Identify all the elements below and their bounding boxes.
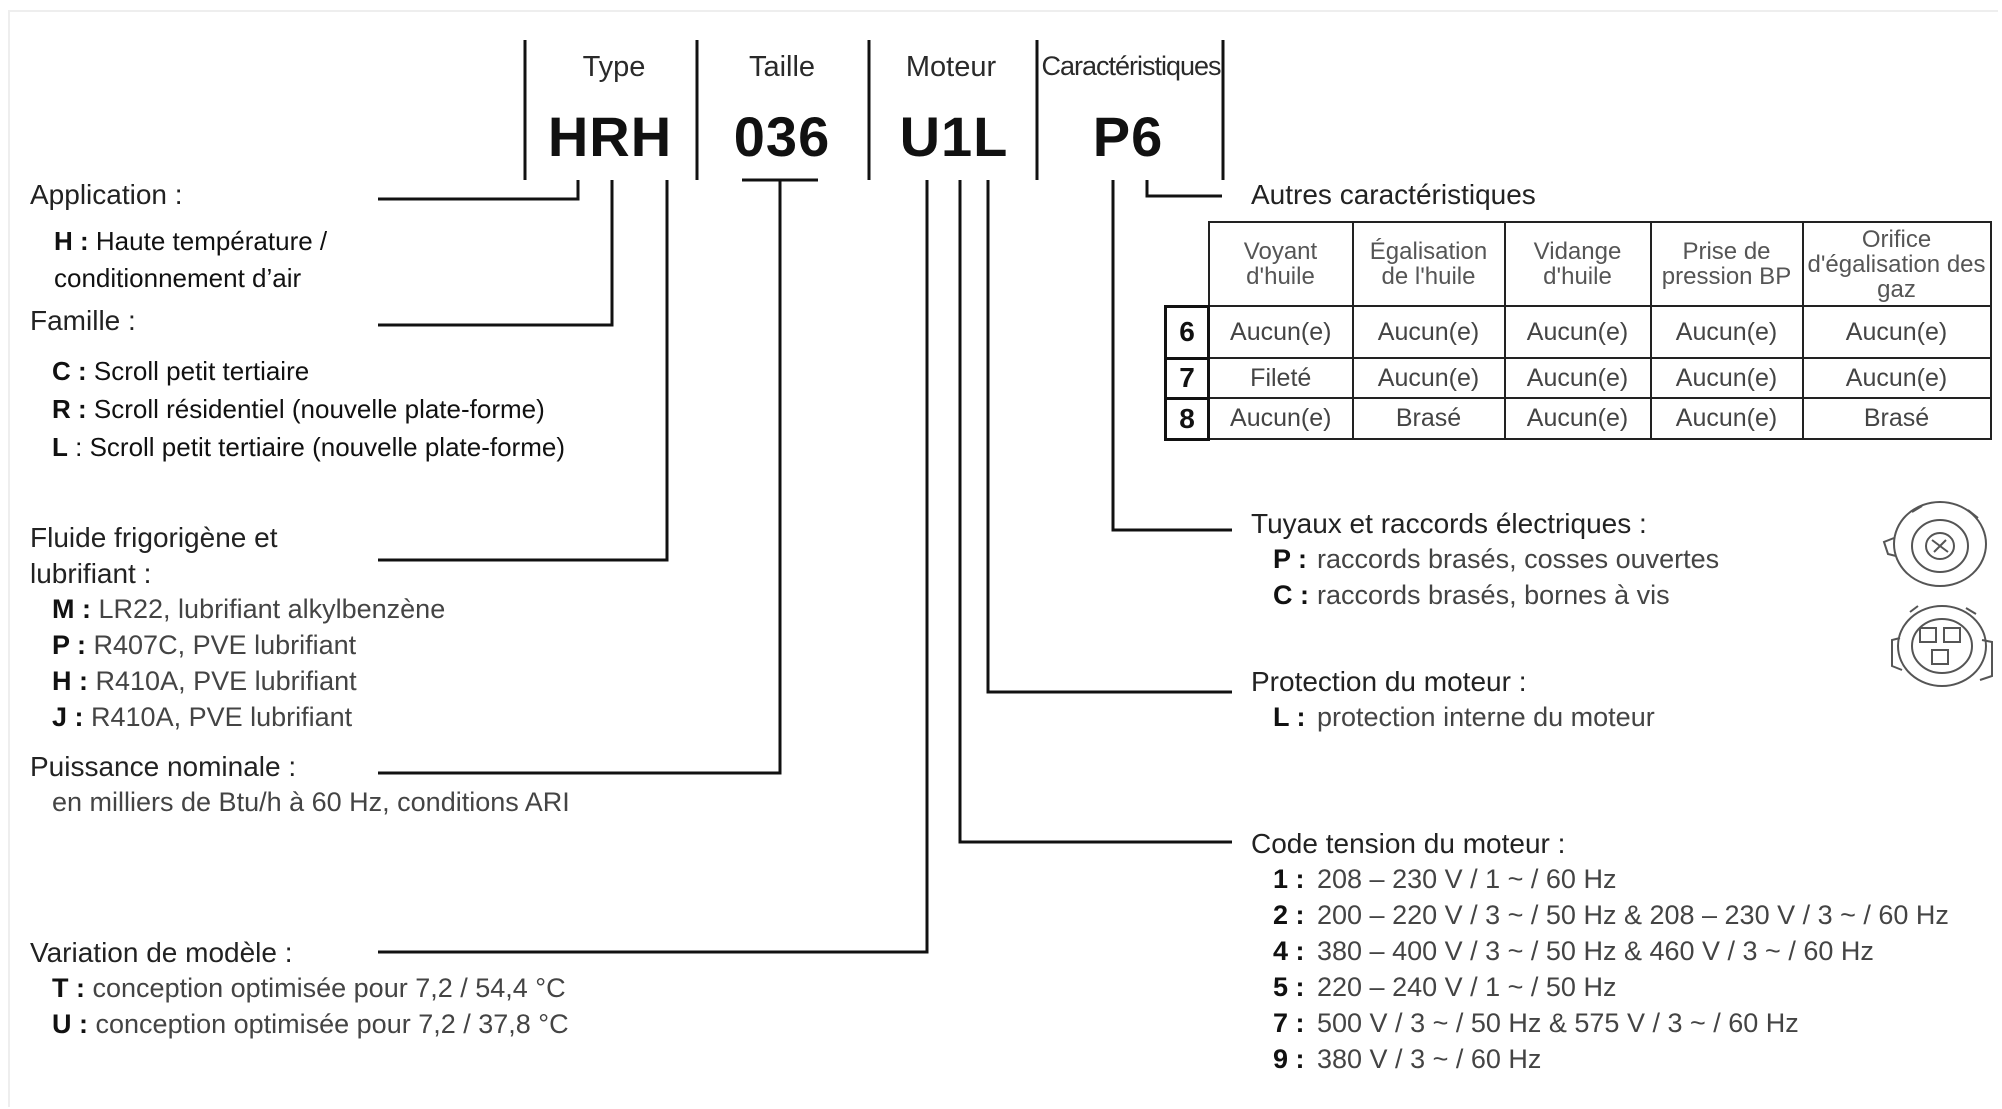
tuyaux-item: P :raccords brasés, cosses ouvertes bbox=[1273, 544, 1720, 574]
fluide-item: J : R410A, PVE lubrifiant bbox=[52, 702, 353, 732]
tension-item: 1 :208 – 230 V / 1 ~ / 60 Hz bbox=[1273, 864, 1617, 894]
header-caracteristiques: Caractéristiques bbox=[1041, 51, 1221, 81]
table-header-cell: Égalisation de l'huile bbox=[1351, 221, 1506, 307]
table-cell: Aucun(e) bbox=[1351, 305, 1506, 359]
tension-item: 4 :380 – 400 V / 3 ~ / 50 Hz & 460 V / 3… bbox=[1273, 936, 1874, 966]
table-cell: Aucun(e) bbox=[1503, 397, 1652, 440]
table-header-cell: Voyant d'huile bbox=[1207, 221, 1354, 307]
connector-fluide bbox=[378, 180, 669, 562]
table-header-cell: Orifice d'égalisation des gaz bbox=[1801, 221, 1992, 307]
application-item: H : Haute température / bbox=[54, 226, 328, 256]
famille-title: Famille : bbox=[30, 305, 136, 336]
table-cell: Aucun(e) bbox=[1801, 305, 1992, 359]
row-code: 8 bbox=[1164, 396, 1210, 441]
code-caracteristiques: P6 bbox=[1092, 105, 1164, 168]
table-cell: Fileté bbox=[1207, 357, 1354, 399]
row-code: 7 bbox=[1164, 356, 1210, 400]
puissance-title: Puissance nominale : bbox=[30, 751, 297, 782]
screw-terminal-box-icon bbox=[1891, 605, 1993, 687]
row-code: 6 bbox=[1164, 304, 1210, 360]
variation-item: U : conception optimisée pour 7,2 / 37,8… bbox=[52, 1009, 569, 1039]
table-row: 8 Aucun(e) Brasé Aucun(e) Aucun(e) Brasé bbox=[1164, 396, 1992, 441]
fluide-item: H : R410A, PVE lubrifiant bbox=[52, 666, 357, 696]
autres-title: Autres caractéristiques bbox=[1251, 179, 1536, 210]
famille-item: C : Scroll petit tertiaire bbox=[52, 356, 310, 386]
variation-item: T : conception optimisée pour 7,2 / 54,4… bbox=[52, 973, 566, 1003]
fluide-title-cont: lubrifiant : bbox=[30, 558, 152, 589]
connector-tuyaux bbox=[1111, 180, 1232, 532]
features-table: Voyant d'huile Égalisation de l'huile Vi… bbox=[1164, 221, 1992, 441]
fluide-item: M : LR22, lubrifiant alkylbenzène bbox=[52, 594, 446, 624]
famille-item: L : Scroll petit tertiaire (nouvelle pla… bbox=[52, 432, 565, 462]
connector-autres bbox=[1145, 180, 1222, 198]
table-header-cell: Vidange d'huile bbox=[1503, 221, 1652, 307]
tension-item: 7 :500 V / 3 ~ / 50 Hz & 575 V / 3 ~ / 6… bbox=[1273, 1008, 1799, 1038]
table-cell: Aucun(e) bbox=[1649, 397, 1804, 440]
table-header-cell: Prise de pression BP bbox=[1649, 221, 1804, 307]
table-cell: Aucun(e) bbox=[1503, 305, 1652, 359]
connector-puissance bbox=[378, 180, 782, 775]
table-cell: Aucun(e) bbox=[1649, 357, 1804, 399]
table-cell: Aucun(e) bbox=[1503, 357, 1652, 399]
fluide-item: P : R407C, PVE lubrifiant bbox=[52, 630, 357, 660]
table-cell: Aucun(e) bbox=[1207, 397, 1354, 440]
table-row: 6 Aucun(e) Aucun(e) Aucun(e) Aucun(e) Au… bbox=[1164, 304, 1992, 360]
puissance-text: en milliers de Btu/h à 60 Hz, conditions… bbox=[52, 787, 570, 817]
header-moteur: Moteur bbox=[905, 51, 997, 83]
connector-famille bbox=[378, 180, 614, 327]
tension-title: Code tension du moteur : bbox=[1251, 828, 1566, 859]
application-title: Application : bbox=[30, 179, 183, 210]
header-type: Type bbox=[582, 51, 646, 83]
table-row: 7 Fileté Aucun(e) Aucun(e) Aucun(e) Aucu… bbox=[1164, 356, 1992, 400]
header-taille: Taille bbox=[748, 51, 816, 83]
table-cell: Aucun(e) bbox=[1801, 357, 1992, 399]
application-item-cont: conditionnement d’air bbox=[54, 263, 302, 293]
variation-title: Variation de modèle : bbox=[30, 937, 293, 968]
connector-protection bbox=[986, 180, 1232, 694]
table-cell: Aucun(e) bbox=[1649, 305, 1804, 359]
famille-item: R : Scroll résidentiel (nouvelle plate-f… bbox=[52, 394, 545, 424]
tension-item: 9 :380 V / 3 ~ / 60 Hz bbox=[1273, 1044, 1542, 1074]
fluide-title: Fluide frigorigène et bbox=[30, 522, 278, 553]
brazed-connector-terminal-icon bbox=[1882, 501, 1987, 587]
connector-variation bbox=[378, 180, 929, 954]
connector-tension bbox=[958, 180, 1232, 844]
table-cell: Brasé bbox=[1351, 397, 1506, 440]
tension-item: 5 :220 – 240 V / 1 ~ / 50 Hz bbox=[1273, 972, 1617, 1002]
table-cell: Aucun(e) bbox=[1351, 357, 1506, 399]
table-cell: Aucun(e) bbox=[1207, 305, 1354, 359]
table-header-row: Voyant d'huile Égalisation de l'huile Vi… bbox=[1166, 221, 1992, 307]
protection-title: Protection du moteur : bbox=[1251, 666, 1527, 697]
code-moteur: U1L bbox=[899, 105, 1009, 168]
tuyaux-title: Tuyaux et raccords électriques : bbox=[1251, 508, 1647, 539]
code-taille: 036 bbox=[733, 105, 831, 168]
tension-item: 2 :200 – 220 V / 3 ~ / 50 Hz & 208 – 230… bbox=[1273, 900, 1949, 930]
protection-item: L :protection interne du moteur bbox=[1273, 702, 1655, 732]
connector-application bbox=[378, 180, 580, 201]
page-frame bbox=[8, 10, 1998, 1107]
table-cell: Brasé bbox=[1801, 397, 1992, 440]
code-type: HRH bbox=[547, 105, 673, 168]
tuyaux-item: C :raccords brasés, bornes à vis bbox=[1273, 580, 1670, 610]
